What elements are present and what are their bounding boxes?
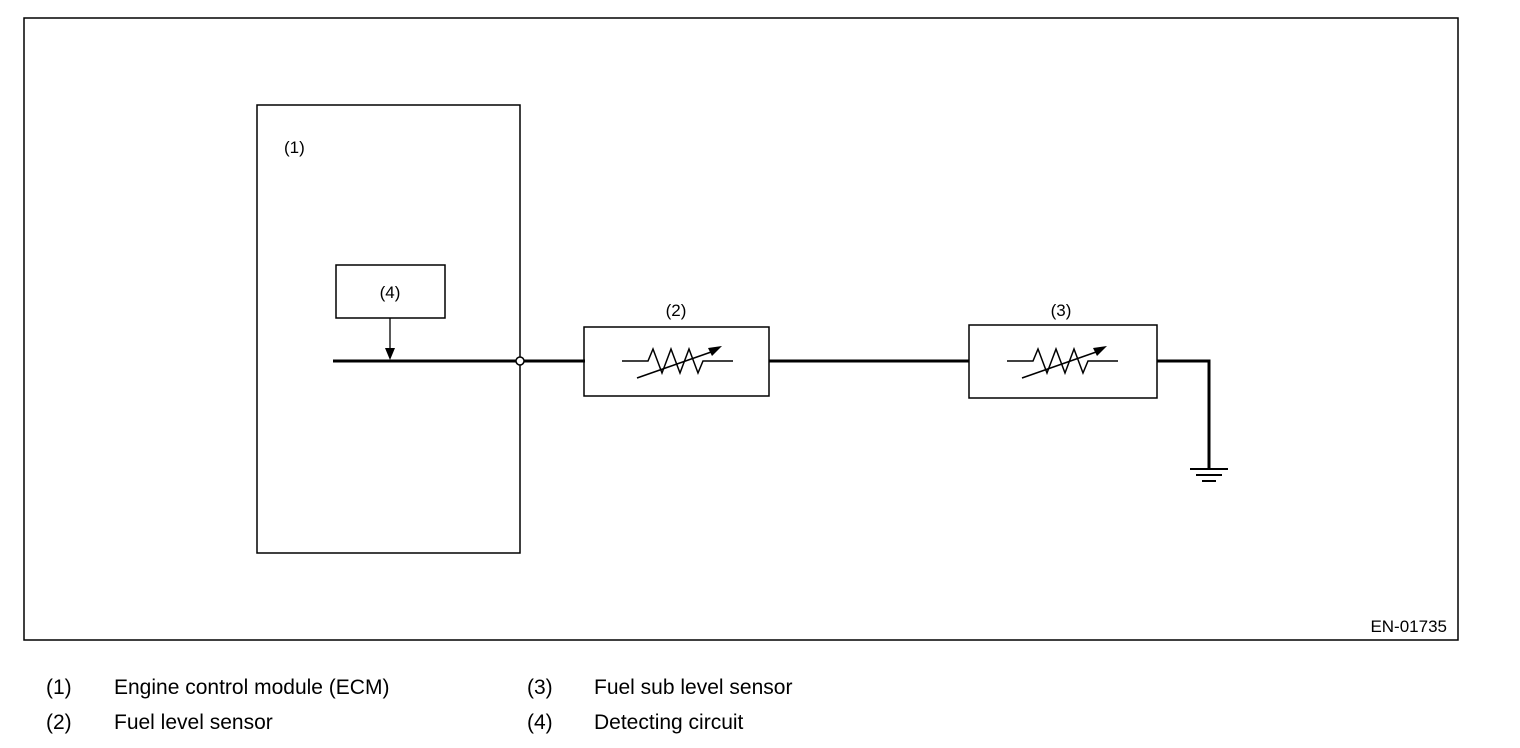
- variable-resistor-icon: [1007, 346, 1118, 379]
- fuel-level-sensor-box: [583, 326, 770, 397]
- connector-terminal-icon: [515, 356, 525, 366]
- fuel-sub-level-sensor-label: (3): [1051, 301, 1072, 320]
- ecm-box: [256, 104, 521, 554]
- fuel-level-sensor-label: (2): [666, 301, 687, 320]
- fuel-sub-level-sensor-box: [968, 324, 1158, 399]
- detecting-circuit-label: (4): [380, 283, 401, 302]
- variable-resistor-icon: [622, 346, 733, 379]
- ground-icon: [1190, 468, 1228, 482]
- figure-code: EN-01735: [1370, 617, 1447, 636]
- detecting-circuit-block: (4): [335, 264, 446, 360]
- figure-frame: [23, 17, 1459, 641]
- fuel-level-sensor-block: (2): [583, 301, 770, 397]
- ecm-label: (1): [284, 138, 305, 157]
- detecting-arrow-head-icon: [385, 348, 395, 360]
- ground-wire: [1157, 359, 1211, 468]
- fuel-sub-level-sensor-block: (3): [968, 301, 1158, 399]
- ecm-block: (1): [256, 104, 521, 554]
